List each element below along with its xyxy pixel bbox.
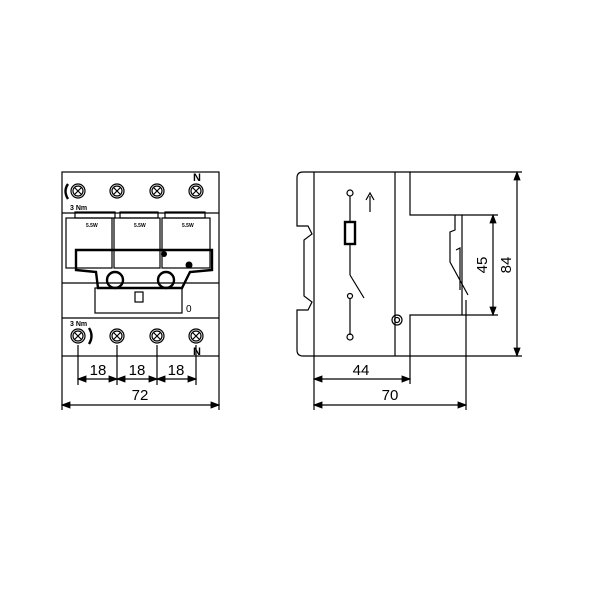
front-dimensions: 18 18 18 72 <box>60 345 221 410</box>
fuse-rating: 5.5W <box>86 223 98 229</box>
screw-icon <box>391 314 403 326</box>
torque-top-label: 3 Nm <box>70 205 87 212</box>
cover-plate <box>74 248 214 290</box>
fuse-rating: 5.5W <box>134 223 146 229</box>
neutral-top-label: N <box>193 172 201 184</box>
fuse-icon <box>343 220 357 246</box>
off-mark: 0 <box>186 304 192 315</box>
terminal-screw-icon <box>188 183 204 199</box>
top-terminals <box>70 183 204 199</box>
total-height-dim: 84 <box>498 257 515 274</box>
pole-modules: 5.5W 5.5W 5.5W <box>65 217 211 269</box>
terminal-screw-icon <box>109 183 125 199</box>
pole-width-dim: 18 <box>168 362 185 379</box>
front-depth-dim: 44 <box>353 362 370 379</box>
torque-bottom-label: 3 Nm <box>70 321 87 328</box>
side-outline <box>296 171 463 357</box>
switch-contact-icon <box>349 274 365 299</box>
terminal-screw-icon <box>109 328 125 344</box>
front-outline <box>61 171 220 357</box>
torque-arrow-icon <box>87 327 93 345</box>
neutral-bottom-label: N <box>193 346 201 358</box>
pole-width-dim: 18 <box>129 362 146 379</box>
terminal-screw-icon <box>149 328 165 344</box>
terminal-screw-icon <box>70 183 86 199</box>
fuse-rating: 5.5W <box>182 223 194 229</box>
side-dimensions: 84 45 44 70 <box>312 170 522 410</box>
handle-icon <box>105 270 125 290</box>
terminal-screw-icon <box>188 328 204 344</box>
front-view: 3 Nm N 5.5W 5.5W 5.5W 0 3 Nm <box>60 171 221 410</box>
handle-icon <box>156 270 176 290</box>
total-depth-dim: 70 <box>382 387 399 404</box>
front-height-dim: 45 <box>474 257 491 274</box>
torque-arrow-icon <box>64 183 70 200</box>
terminal-screw-icon <box>70 328 86 344</box>
pole-width-dim: 18 <box>90 362 107 379</box>
side-view: 84 45 44 70 <box>296 170 522 410</box>
arrow-up-icon <box>365 191 375 212</box>
total-width-dim: 72 <box>132 387 149 404</box>
terminal-screw-icon <box>149 183 165 199</box>
